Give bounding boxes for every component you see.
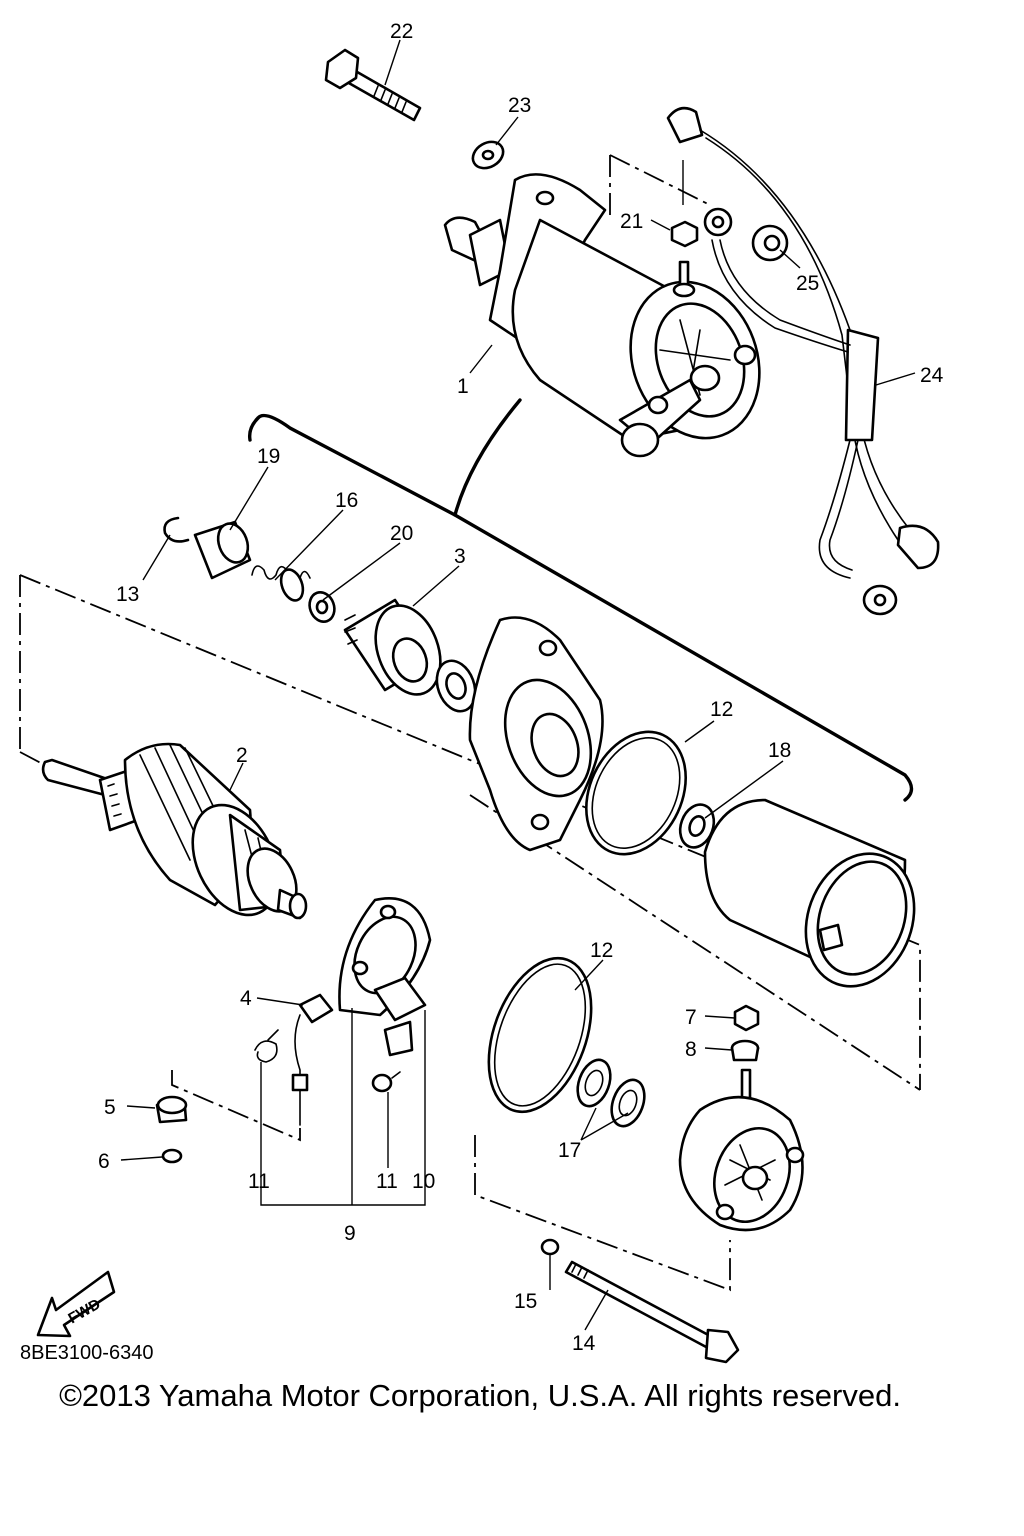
- washer-15: [540, 1238, 560, 1256]
- washer-20: [308, 591, 336, 623]
- callout-24: 24: [920, 364, 944, 387]
- callout-7: 7: [685, 1006, 697, 1029]
- starter-cable-24: [666, 106, 940, 616]
- callout-12-lower: 12: [590, 939, 613, 962]
- bolt-22: [324, 48, 422, 122]
- brush-plate-9: [338, 897, 432, 1057]
- callout-13: 13: [116, 583, 139, 606]
- starter-motor-1: [443, 173, 761, 458]
- callout-11-right: 11: [376, 1170, 398, 1193]
- callout-19: 19: [257, 445, 280, 468]
- yoke-housing: [703, 798, 916, 988]
- callout-10: 10: [412, 1170, 435, 1193]
- fwd-arrow-icon: FWD: [36, 1270, 116, 1338]
- brush-4: [291, 993, 334, 1126]
- callout-3: 3: [454, 545, 466, 568]
- callout-16: 16: [335, 489, 358, 512]
- nut-7: [733, 1004, 760, 1032]
- nut-25: [751, 224, 789, 262]
- o-ring-12-upper: [585, 730, 687, 856]
- callout-8: 8: [685, 1038, 697, 1061]
- washer-6: [161, 1148, 183, 1164]
- callout-12-upper: 12: [710, 698, 733, 721]
- callout-20: 20: [390, 522, 413, 545]
- copyright-notice: ©2013 Yamaha Motor Corporation, U.S.A. A…: [59, 1378, 901, 1413]
- group-brace: [247, 398, 914, 802]
- washer-17: [576, 1058, 646, 1128]
- o-ring-12-lower: [487, 956, 593, 1114]
- callout-1: 1: [457, 375, 469, 398]
- callout-6: 6: [98, 1150, 110, 1173]
- rear-cover: [678, 1068, 805, 1232]
- callout-25: 25: [796, 272, 819, 295]
- bushing-5: [155, 1095, 188, 1124]
- collar-19: [193, 520, 252, 580]
- through-bolt-14: [564, 1260, 740, 1364]
- washer-23: [471, 140, 505, 170]
- front-cover: [468, 616, 604, 852]
- callout-18: 18: [768, 739, 791, 762]
- pinion-clutch-3: [343, 598, 442, 696]
- nut-21: [670, 220, 699, 248]
- bushing-8: [730, 1039, 760, 1062]
- callouts: 22 23 21 25 24 1 19 16 20 3 13 12 2 18 1…: [98, 20, 944, 1355]
- callout-15: 15: [514, 1290, 537, 1313]
- spring-16: [251, 565, 311, 602]
- callout-14: 14: [572, 1332, 596, 1355]
- callout-11-left: 11: [248, 1170, 270, 1193]
- callout-5: 5: [104, 1096, 116, 1119]
- callout-21: 21: [620, 210, 643, 233]
- washer-18: [678, 803, 716, 849]
- callout-4: 4: [240, 987, 252, 1010]
- washer-pinion: [435, 659, 477, 713]
- leader-lines: [120, 39, 916, 1331]
- spring-11-right: [371, 1071, 401, 1093]
- diagram-code: 8BE3100-6340: [20, 1342, 154, 1364]
- callout-22: 22: [390, 20, 413, 43]
- spring-11-left: [254, 1029, 279, 1063]
- callout-9: 9: [344, 1222, 356, 1245]
- callout-23: 23: [508, 94, 531, 117]
- callout-17: 17: [558, 1139, 581, 1162]
- callout-2: 2: [236, 744, 248, 767]
- armature-2: [41, 742, 308, 920]
